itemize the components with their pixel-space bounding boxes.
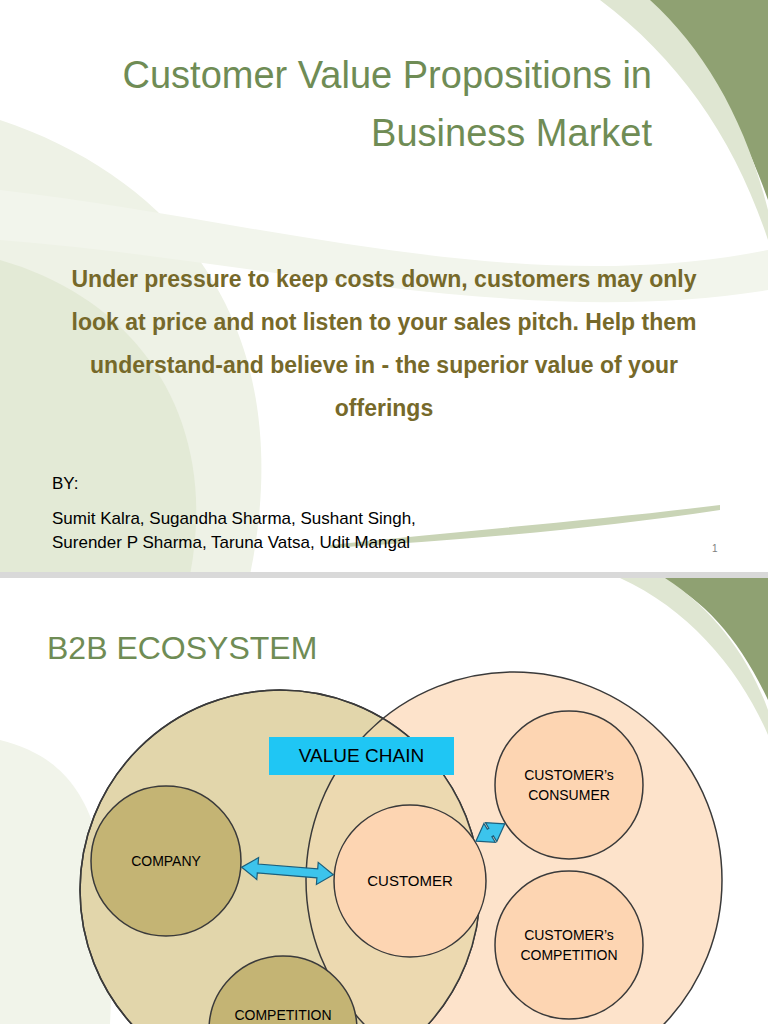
circle-shape bbox=[334, 805, 486, 957]
author-names: Sumit Kalra, Sugandha Sharma, Sushant Si… bbox=[52, 507, 482, 555]
circle-shape bbox=[495, 871, 643, 1019]
node-text: COMPETITION bbox=[234, 1005, 331, 1024]
swoop-shape bbox=[0, 120, 261, 575]
ecosystem-circle: CUSTOMER bbox=[333, 804, 487, 958]
double-arrow bbox=[476, 823, 505, 843]
node-text: CUSTOMER’s COMPETITION bbox=[508, 925, 630, 966]
corner-shape bbox=[620, 578, 768, 735]
subtitle-text: Under pressure to keep costs down, custo… bbox=[50, 258, 718, 430]
circle-outline bbox=[494, 710, 644, 860]
slide-heading: B2B ECOSYSTEM bbox=[47, 630, 447, 667]
ecosystem-circle: COMPANY bbox=[90, 785, 242, 937]
venn-overlap bbox=[306, 672, 722, 1024]
ecosystem-circle: CUSTOMER’s COMPETITION bbox=[494, 870, 644, 1020]
byline-label: BY: bbox=[52, 474, 152, 494]
slide-separator bbox=[0, 572, 768, 578]
double-arrow bbox=[242, 858, 334, 885]
node-text: CUSTOMER bbox=[367, 870, 453, 892]
ecosystem-circle: COMPETITION bbox=[208, 955, 358, 1024]
label-box: VALUE CHAIN bbox=[269, 737, 454, 775]
circle-shape bbox=[91, 786, 241, 936]
page-number: 1 bbox=[712, 543, 732, 554]
slide-title: Customer Value Propositions in Business … bbox=[92, 46, 652, 162]
circle-outline bbox=[494, 870, 644, 1020]
node-text: COMPANY bbox=[131, 851, 201, 871]
circle-shape bbox=[495, 711, 643, 859]
node-text: VALUE CHAIN bbox=[299, 742, 424, 770]
node-text: CUSTOMER’s CONSUMER bbox=[508, 765, 630, 806]
circle-shape bbox=[209, 956, 357, 1024]
ecosystem-circle: CUSTOMER’s CONSUMER bbox=[494, 710, 644, 860]
